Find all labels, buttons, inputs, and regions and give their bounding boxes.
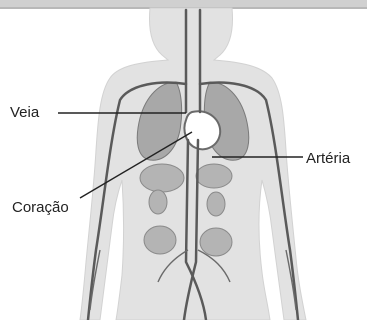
intestine-right xyxy=(200,228,232,256)
top-bar xyxy=(0,0,367,7)
vein-label: Veia xyxy=(10,105,39,120)
heart-label: Coração xyxy=(12,200,69,215)
right-kidney xyxy=(207,192,225,216)
heart xyxy=(184,111,220,149)
stomach xyxy=(196,164,232,188)
liver xyxy=(140,164,184,192)
artery-label: Artéria xyxy=(306,151,350,166)
intestine-left xyxy=(144,226,176,254)
left-kidney xyxy=(149,190,167,214)
